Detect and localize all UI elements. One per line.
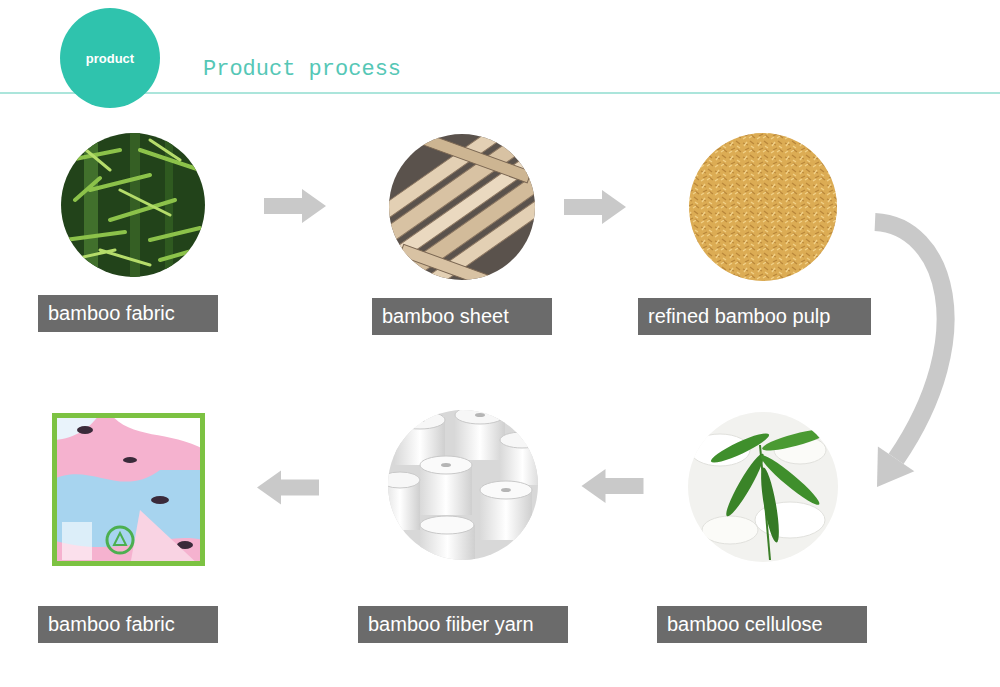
yarn-photo-part	[420, 456, 472, 474]
fabric-photo-part-part	[130, 510, 200, 566]
flow-arrow-part	[877, 447, 914, 487]
process-step: bamboo fabric	[38, 133, 218, 332]
bamboo-sheet-photo-part-part	[399, 166, 556, 282]
yarn-photo-part	[455, 406, 505, 424]
cellulose-photo-part	[757, 467, 782, 544]
yarn-photo	[380, 406, 545, 565]
header-rule-part	[0, 92, 1000, 94]
diagram-title: Product process	[203, 57, 401, 82]
bamboo-sheet-photo-part-part	[400, 244, 507, 293]
bamboo-sheet-photo	[360, 115, 568, 301]
yarn-photo-part	[380, 472, 420, 488]
process-step: bamboo sheet	[372, 134, 552, 335]
cellulose-photo-part	[722, 451, 768, 519]
fabric-photo-part-part	[62, 522, 92, 560]
step-label: bamboo fabric	[38, 606, 218, 643]
yarn-photo-part	[395, 411, 445, 429]
bamboo-sheet-photo-part-part	[396, 150, 543, 259]
cellulose-photo	[688, 412, 838, 562]
yarn-photo-part	[500, 432, 544, 448]
process-step: bamboo cellulose	[657, 412, 867, 643]
bamboo-sheet-photo-part	[376, 131, 545, 294]
bamboo-photo-part	[61, 133, 205, 277]
yarn-photo-part	[480, 481, 532, 499]
bamboo-pulp-photo-part	[689, 133, 837, 281]
step-label: bamboo cellulose	[657, 606, 867, 643]
fabric-photo-part-part	[110, 413, 205, 450]
yarn-photo-part	[501, 488, 511, 492]
step-label: bamboo sheet	[372, 298, 552, 335]
process-step: bamboo fabric	[38, 413, 218, 643]
fabric-photo-part-part	[151, 496, 169, 504]
step-label: bamboo fabric	[38, 295, 218, 332]
yarn-photo-part	[475, 413, 485, 417]
flow-arrow-part	[875, 222, 946, 459]
flow-arrow	[564, 190, 626, 224]
step-label: refined bamboo pulp	[638, 298, 871, 335]
bamboo-sheet-photo-part	[360, 115, 568, 301]
section-badge: product	[60, 8, 160, 108]
flow-arrow	[875, 222, 946, 487]
fabric-photo-part-part	[52, 413, 205, 566]
bamboo-photo-part	[65, 150, 200, 260]
yarn-photo-part	[415, 418, 425, 422]
flow-arrow	[582, 469, 644, 503]
fabric-photo-part	[55, 416, 203, 564]
bamboo-photo	[61, 133, 205, 277]
yarn-photo-part	[441, 463, 451, 467]
badge-text: product	[86, 51, 134, 66]
fabric-photo-part-part	[77, 426, 93, 434]
step-label: bamboo fiiber yarn	[358, 606, 568, 643]
process-step: refined bamboo pulp	[638, 133, 871, 335]
bamboo-pulp-photo	[689, 133, 837, 281]
flow-arrow	[264, 189, 326, 223]
cellulose-photo-part	[702, 516, 758, 544]
flow-arrow-part	[564, 190, 626, 224]
fabric-photo-part-part	[123, 457, 137, 463]
bamboo-sheet-photo-part-part	[414, 131, 531, 183]
flow-arrow	[257, 471, 319, 505]
bamboo-photo-part	[70, 140, 180, 265]
flow-arrow-part	[257, 471, 319, 505]
yarn-photo-part	[420, 516, 474, 534]
bamboo-pulp-photo-part	[689, 133, 837, 281]
flow-arrow-part	[264, 189, 326, 223]
bamboo-sheet-photo-part-part	[424, 187, 563, 290]
fabric-photo	[52, 413, 205, 566]
header-rule	[0, 93, 1000, 94]
fabric-photo-part	[52, 413, 205, 566]
bamboo-photo-part	[130, 133, 140, 277]
flow-arrow-part	[582, 469, 644, 503]
fabric-photo-part-part	[114, 533, 126, 545]
fabric-photo-part-part	[107, 527, 133, 553]
cellulose-photo-part	[688, 412, 838, 562]
cellulose-photo-part	[761, 425, 830, 454]
process-step: bamboo fiiber yarn	[358, 410, 568, 643]
